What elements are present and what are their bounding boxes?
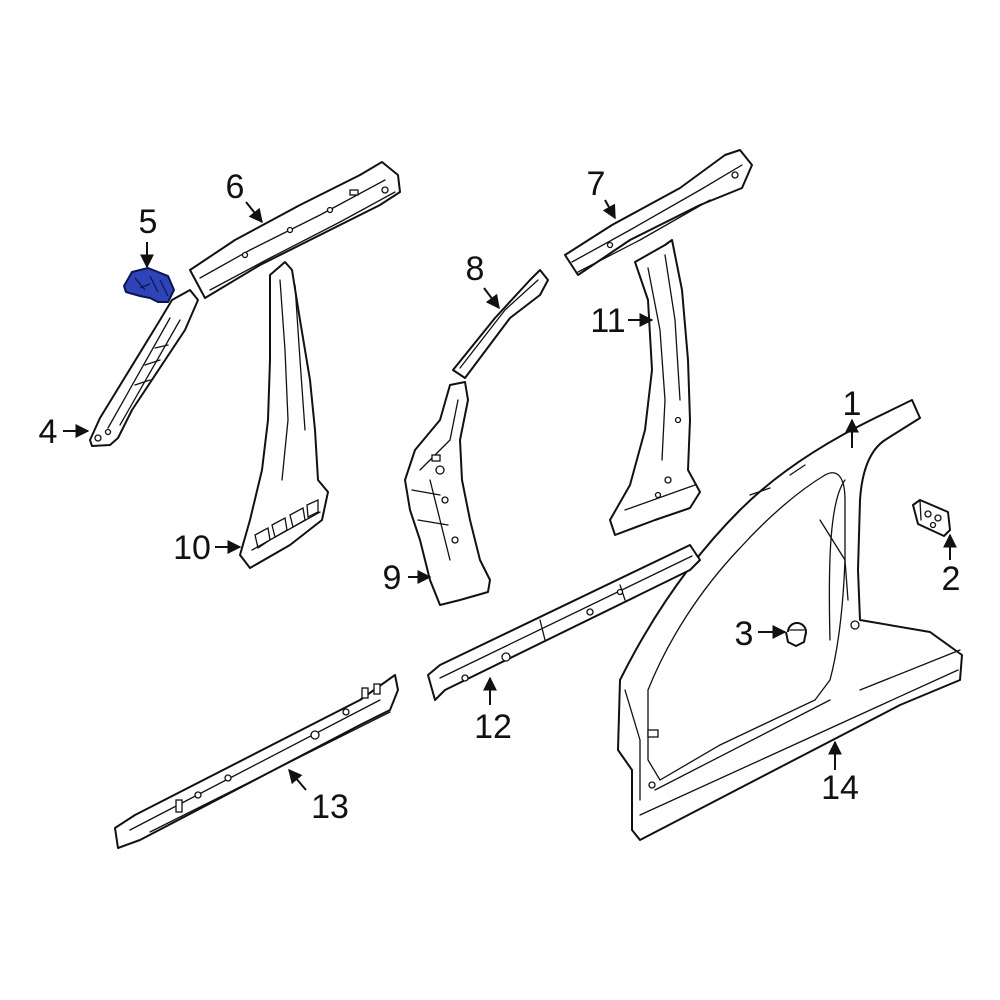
leader-7 — [602, 199, 616, 220]
callout-13[interactable]: 13 — [311, 788, 349, 826]
part-5-highlighted-bracket[interactable] — [123, 267, 175, 303]
leader-6 — [245, 201, 263, 224]
part-6-roof-rail-front[interactable] — [189, 161, 401, 299]
callout-1[interactable]: 1 — [843, 385, 862, 423]
callout-12[interactable]: 12 — [474, 708, 512, 746]
callout-14[interactable]: 14 — [821, 769, 859, 807]
part-7-roof-rail-rear[interactable] — [564, 149, 753, 276]
part-11-b-pillar-outer[interactable] — [609, 239, 701, 536]
callout-3[interactable]: 3 — [735, 615, 754, 653]
part-10-b-pillar-inner[interactable] — [239, 261, 329, 569]
callouts: 1 2 3 4 5 6 7 8 9 10 11 12 13 14 — [39, 165, 961, 826]
leader-13 — [288, 768, 307, 791]
callout-7[interactable]: 7 — [587, 165, 606, 203]
leader-lines — [63, 199, 957, 791]
part-9-b-pillar-lower[interactable] — [404, 381, 491, 606]
callout-8[interactable]: 8 — [466, 250, 485, 288]
part-8-b-pillar-upper[interactable] — [452, 269, 549, 379]
callout-6[interactable]: 6 — [226, 168, 245, 206]
part-2-bracket[interactable] — [912, 499, 951, 537]
callout-10[interactable]: 10 — [173, 529, 211, 567]
part-12-rocker-reinforcement[interactable] — [427, 544, 701, 701]
part-3-clip[interactable] — [785, 622, 807, 647]
callout-9[interactable]: 9 — [383, 559, 402, 597]
part-4-a-pillar-reinforcement[interactable] — [89, 289, 199, 447]
callout-5[interactable]: 5 — [139, 203, 158, 241]
callout-2[interactable]: 2 — [942, 560, 961, 598]
leader-8 — [483, 287, 500, 310]
callout-4[interactable]: 4 — [39, 413, 58, 451]
part-13-rocker-inner[interactable] — [114, 674, 399, 849]
callout-11[interactable]: 11 — [590, 302, 625, 340]
